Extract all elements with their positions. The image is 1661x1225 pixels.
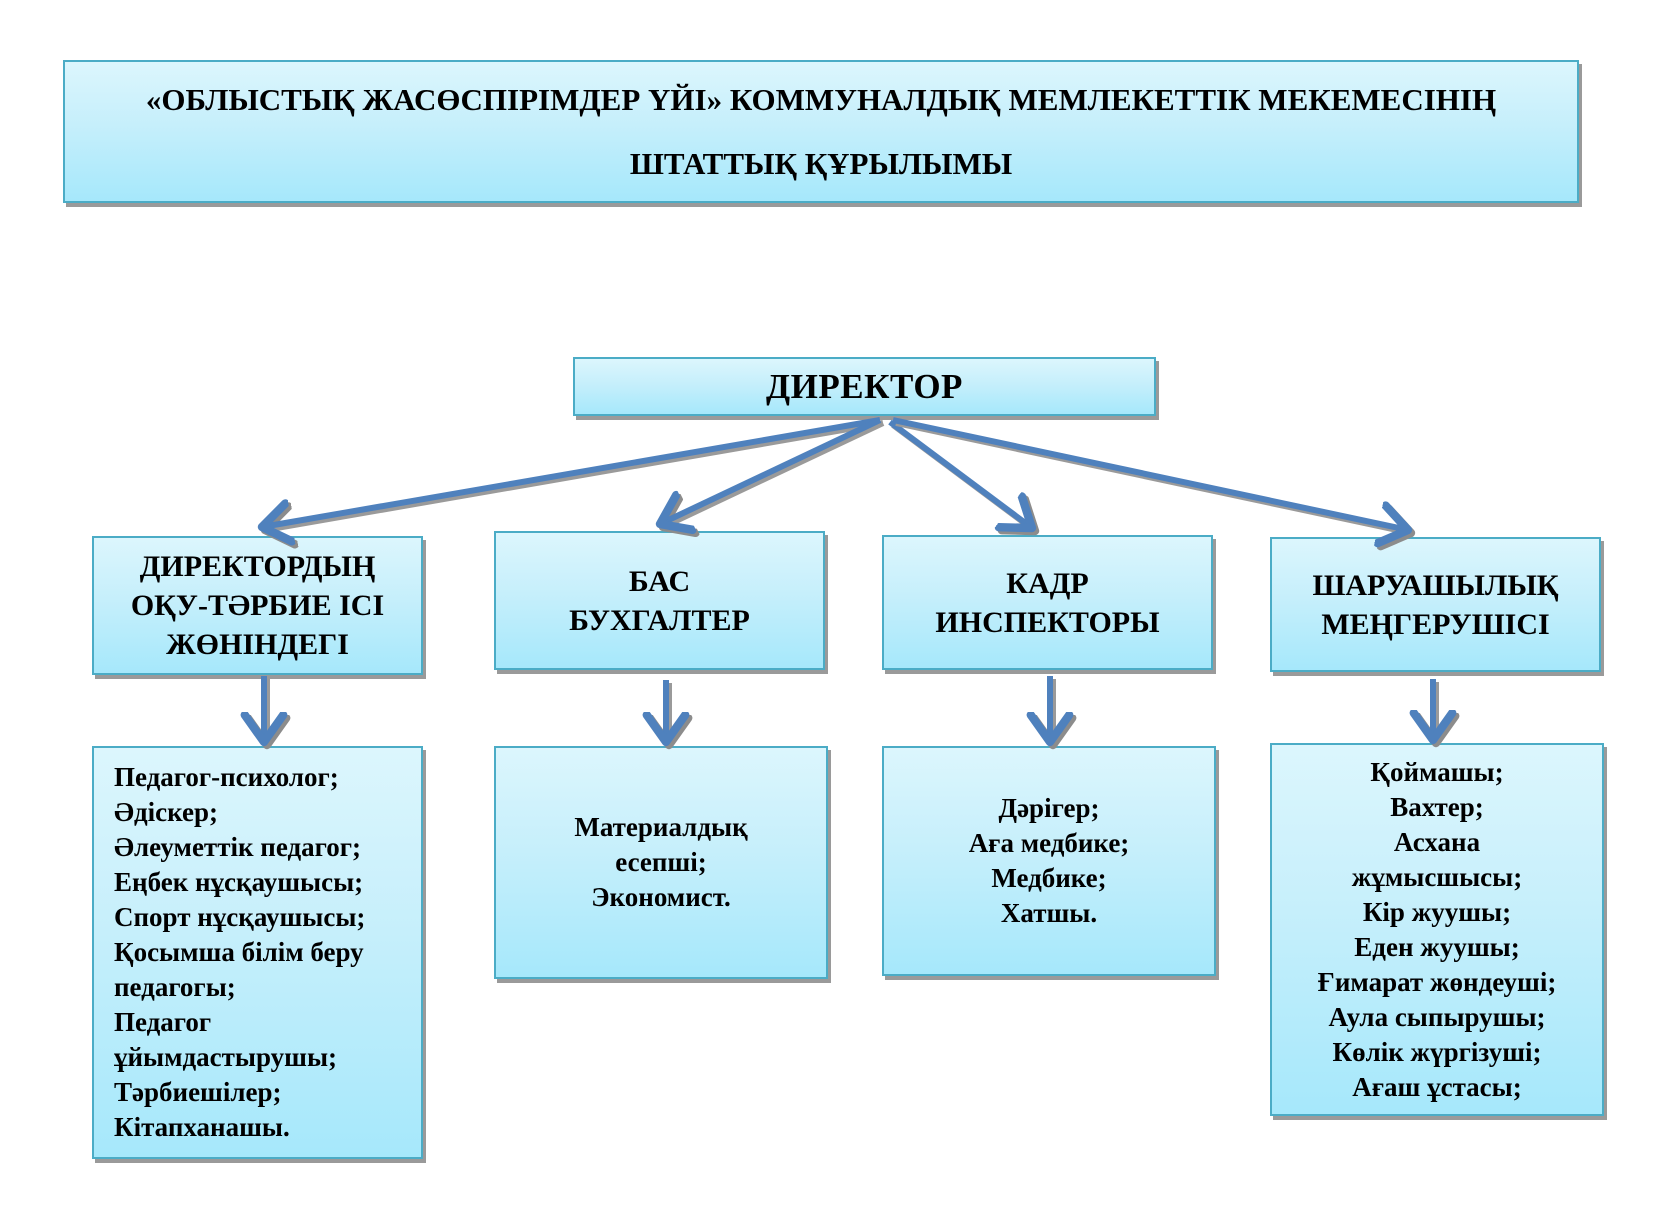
staff-item: Кітапханашы.: [114, 1112, 290, 1142]
dept-label-line: ДИРЕКТОРДЫҢ: [139, 550, 376, 583]
arrow-facilities-to-staff: [1433, 679, 1436, 743]
staff-item: Еден жуушы;: [1354, 931, 1520, 962]
arrow-line: [660, 417, 882, 524]
staff-item: Асхана: [1393, 826, 1481, 857]
staff-item: Қосымша білім беру: [114, 937, 364, 967]
director-node: ДИРЕКТОР: [573, 357, 1156, 416]
staff-item: Аға медбике;: [968, 828, 1130, 858]
staff-item: Қоймашы;: [1370, 756, 1504, 787]
arrow-line: [892, 417, 1408, 530]
arrow-shadow: [663, 420, 885, 527]
arrow-shadow: [895, 420, 1411, 533]
arrow-shadow: [265, 420, 884, 530]
staff-item: Педагог-психолог;: [114, 762, 339, 792]
staff-item: Еңбек нұсқаушысы;: [114, 867, 364, 897]
staff-item: Экономист.: [591, 882, 731, 912]
dept-label-line: БАС: [628, 564, 691, 598]
dept-label-line: КАДР: [1006, 566, 1089, 600]
staff-item: ұйымдастырушы;: [114, 1042, 338, 1072]
dept-node-deputy-director-education: ДИРЕКТОРДЫҢ ОҚУ-ТӘРБИЕ ІСІ ЖӨНІНДЕГІ: [92, 536, 423, 675]
staff-item: Тәрбиешілер;: [114, 1077, 282, 1107]
director-label: ДИРЕКТОР: [766, 366, 963, 406]
staff-item: Көлік жүргізуші;: [1332, 1036, 1542, 1067]
staff-item: Ғимарат жөндеуші;: [1317, 966, 1557, 997]
staff-item: жұмысшысы;: [1351, 861, 1523, 892]
staff-item: Вахтер;: [1390, 791, 1484, 822]
dept-label-line: БУХГАЛТЕР: [569, 603, 750, 637]
dept-node-chief-accountant: БАС БУХГАЛТЕР: [494, 531, 825, 670]
staff-list-education: Педагог-психолог; Әдіскер; Әлеуметтік пе…: [92, 746, 423, 1159]
staff-item: Ағаш ұстасы;: [1352, 1071, 1522, 1102]
chart-title-line-2: ШТАТТЫҚ ҚҰРЫЛЫМЫ: [629, 145, 1013, 181]
dept-label-line: ШАРУАШЫЛЫҚ: [1312, 568, 1559, 602]
dept-node-facilities-manager: ШАРУАШЫЛЫҚ МЕҢГЕРУШІСІ: [1270, 537, 1601, 672]
arrow-director-to-facilities: [892, 417, 1411, 533]
staff-item: Медбике;: [991, 863, 1107, 893]
staff-item: Педагог: [114, 1007, 212, 1037]
staff-item: Кір жуушы;: [1362, 896, 1512, 927]
staff-item: Әлеуметтік педагог;: [114, 832, 361, 862]
staff-item: Материалдық: [574, 812, 748, 842]
arrow-hr-to-staff: [1050, 676, 1053, 745]
dept-label-line: ИНСПЕКТОРЫ: [935, 605, 1160, 639]
dept-label-line: ЖӨНІНДЕГІ: [166, 628, 349, 661]
staff-item: педагогы;: [114, 972, 236, 1002]
arrow-education-to-staff: [264, 676, 267, 745]
arrow-director-to-education: [262, 417, 884, 530]
staff-list-hr: Дәрігер; Аға медбике; Медбике; Хатшы.: [882, 746, 1216, 976]
dept-label-line: МЕҢГЕРУШІСІ: [1321, 607, 1550, 641]
staff-list-facilities: Қоймашы; Вахтер; Асхана жұмысшысы; Кір ж…: [1270, 743, 1604, 1116]
staff-list-accounting: Материалдық есепші; Экономист.: [494, 746, 828, 979]
staff-item: Дәрігер;: [998, 793, 1100, 823]
arrow-director-to-hr: [888, 419, 1035, 531]
staff-item: Аула сыпырушы;: [1328, 1001, 1546, 1032]
staff-item: Хатшы.: [1000, 898, 1098, 928]
arrow-shadow: [891, 422, 1035, 531]
staff-item: Спорт нұсқаушысы;: [114, 902, 366, 932]
staff-item: Әдіскер;: [114, 797, 218, 827]
arrow-line: [262, 417, 881, 527]
arrow-director-to-accounting: [660, 417, 885, 527]
staff-item: есепші;: [615, 847, 707, 877]
dept-node-hr-inspector: КАДР ИНСПЕКТОРЫ: [882, 535, 1213, 670]
arrow-line: [888, 419, 1032, 528]
arrow-accounting-to-staff: [666, 680, 669, 745]
chart-title-line-1: «ОБЛЫСТЫҚ ЖАСӨСПІРІМДЕР ҮЙІ» КОММУНАЛДЫҚ…: [145, 81, 1497, 117]
dept-label-line: ОҚУ-ТӘРБИЕ ІСІ: [130, 589, 385, 622]
chart-title-box: «ОБЛЫСТЫҚ ЖАСӨСПІРІМДЕР ҮЙІ» КОММУНАЛДЫҚ…: [63, 60, 1579, 203]
